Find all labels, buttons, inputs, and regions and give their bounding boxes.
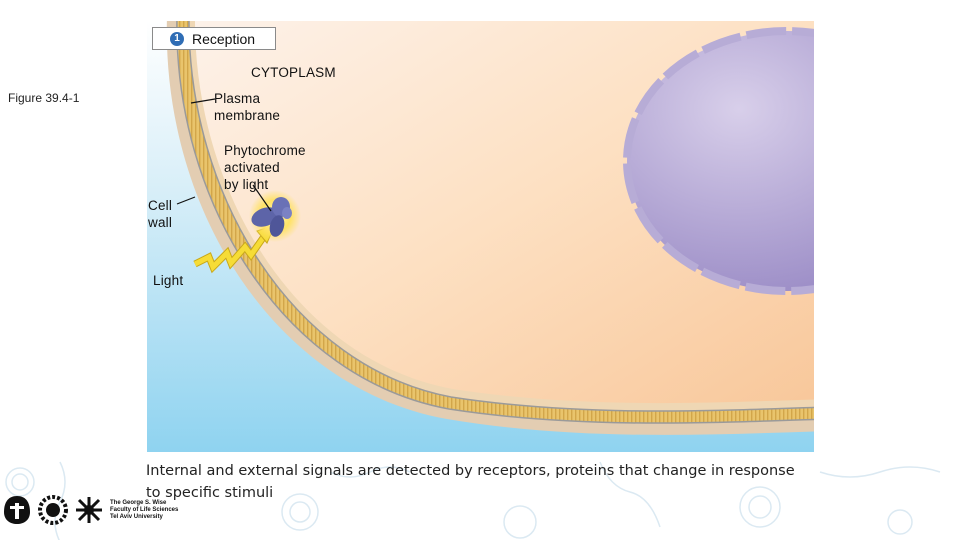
cell-diagram <box>147 21 814 452</box>
nucleus <box>623 27 814 295</box>
cell-wall-line-2: wall <box>148 215 173 230</box>
logo-text-line-3: Tel Aviv University <box>110 513 163 520</box>
phytochrome-pointer <box>252 184 272 212</box>
logo-text-line-2: Faculty of Life Sciences <box>110 506 179 513</box>
cytoplasm-label: CYTOPLASM <box>251 65 336 80</box>
snowflake-logo-icon <box>76 497 102 523</box>
tau-emblem-icon <box>4 496 30 524</box>
step-box: 1 Reception <box>152 27 276 50</box>
cell-illustration <box>147 21 814 452</box>
faculty-logo-text: The George S. Wise Faculty of Life Scien… <box>110 500 182 521</box>
phytochrome-line-3: by light <box>224 177 269 192</box>
step-number-badge: 1 <box>170 31 184 46</box>
plasma-membrane-line-1: Plasma <box>214 91 261 106</box>
step-label: Reception <box>192 30 256 47</box>
figure-number: Figure 39.4-1 <box>8 91 80 105</box>
cell-wall-line-1: Cell <box>148 198 173 213</box>
light-arrow <box>193 233 268 272</box>
cell-wall-pointer <box>176 196 196 205</box>
logo-text-line-1: The George S. Wise <box>110 499 167 506</box>
phytochrome-line-1: Phytochrome <box>224 143 306 158</box>
cell-wall-label: Cell wall <box>148 197 172 231</box>
membrane-pointer <box>190 98 216 104</box>
phytochrome-label: Phytochrome activated by light <box>224 142 306 193</box>
faculty-seal-icon <box>38 495 68 525</box>
plasma-membrane-label: Plasma membrane <box>214 90 280 124</box>
phytochrome-line-2: activated <box>224 160 280 175</box>
logo-strip: The George S. Wise Faculty of Life Scien… <box>2 493 182 527</box>
caption-text: Internal and external signals are detect… <box>146 463 795 501</box>
phytochrome <box>251 197 292 237</box>
light-label: Light <box>153 273 184 288</box>
plasma-membrane-line-2: membrane <box>214 108 281 123</box>
